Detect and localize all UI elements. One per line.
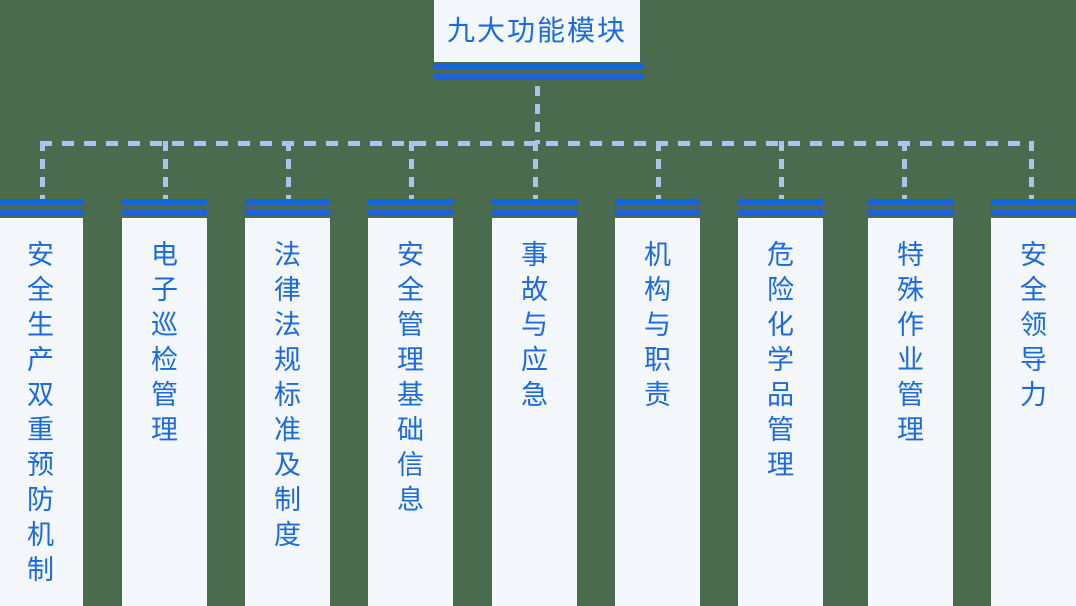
connector-drop-9 bbox=[1029, 141, 1034, 200]
child-accent-bar-bottom bbox=[492, 210, 577, 216]
child-accent-bar-top bbox=[868, 199, 953, 205]
child-node-label: 电子巡检管理 bbox=[151, 240, 178, 446]
child-accent-bar-bottom bbox=[868, 210, 953, 216]
connector-drop-8 bbox=[902, 141, 907, 200]
child-node-8[interactable]: 特殊作业管理 bbox=[868, 199, 953, 606]
child-accent-bar-top bbox=[245, 199, 330, 205]
connector-drop-6 bbox=[656, 141, 661, 200]
child-node-1[interactable]: 安全生产双重预防机制 bbox=[0, 199, 83, 606]
child-node-3[interactable]: 法律法规标准及制度 bbox=[245, 199, 330, 606]
connector-drop-3 bbox=[286, 141, 291, 200]
root-node-label: 九大功能模块 bbox=[446, 14, 627, 47]
child-card: 安全管理基础信息 bbox=[368, 218, 453, 606]
connector-drop-7 bbox=[779, 141, 784, 200]
connector-root-stem bbox=[535, 86, 540, 144]
child-node-label: 机构与职责 bbox=[644, 240, 671, 411]
child-node-label: 事故与应急 bbox=[521, 240, 548, 411]
child-accent-bar-top bbox=[615, 199, 700, 205]
child-card: 安全生产双重预防机制 bbox=[0, 218, 83, 606]
root-accent-bar-top bbox=[434, 63, 643, 69]
root-accent-bar-bottom bbox=[434, 74, 643, 80]
child-node-2[interactable]: 电子巡检管理 bbox=[122, 199, 207, 606]
child-accent-bar-bottom bbox=[615, 210, 700, 216]
child-accent-bar-bottom bbox=[991, 210, 1076, 216]
child-accent-bar-top bbox=[368, 199, 453, 205]
child-accent-bar-bottom bbox=[245, 210, 330, 216]
child-card: 机构与职责 bbox=[615, 218, 700, 606]
child-accent-bar-bottom bbox=[738, 210, 823, 216]
child-card: 法律法规标准及制度 bbox=[245, 218, 330, 606]
child-card: 安全领导力 bbox=[991, 218, 1076, 606]
child-node-6[interactable]: 机构与职责 bbox=[615, 199, 700, 606]
child-accent-bar-top bbox=[991, 199, 1076, 205]
child-accent-bar-bottom bbox=[0, 210, 83, 216]
child-node-label: 法律法规标准及制度 bbox=[274, 240, 301, 551]
child-accent-bar-bottom bbox=[122, 210, 207, 216]
child-accent-bar-top bbox=[492, 199, 577, 205]
child-node-label: 危险化学品管理 bbox=[767, 240, 794, 481]
root-node[interactable]: 九大功能模块 bbox=[434, 0, 643, 80]
child-card: 事故与应急 bbox=[492, 218, 577, 606]
child-accent-bar-top bbox=[0, 199, 83, 205]
child-node-label: 安全领导力 bbox=[1020, 240, 1047, 411]
child-node-9[interactable]: 安全领导力 bbox=[991, 199, 1076, 606]
child-accent-bar-bottom bbox=[368, 210, 453, 216]
child-node-label: 特殊作业管理 bbox=[897, 240, 924, 446]
child-node-label: 安全生产双重预防机制 bbox=[27, 240, 54, 586]
child-card: 电子巡检管理 bbox=[122, 218, 207, 606]
connector-drop-1 bbox=[40, 141, 45, 200]
connector-drop-5 bbox=[533, 141, 538, 200]
child-card: 特殊作业管理 bbox=[868, 218, 953, 606]
child-node-label: 安全管理基础信息 bbox=[397, 240, 424, 516]
connector-drop-2 bbox=[163, 141, 168, 200]
connector-drop-4 bbox=[409, 141, 414, 200]
child-card: 危险化学品管理 bbox=[738, 218, 823, 606]
child-node-4[interactable]: 安全管理基础信息 bbox=[368, 199, 453, 606]
root-node-box: 九大功能模块 bbox=[434, 0, 640, 62]
child-accent-bar-top bbox=[738, 199, 823, 205]
child-node-5[interactable]: 事故与应急 bbox=[492, 199, 577, 606]
child-node-7[interactable]: 危险化学品管理 bbox=[738, 199, 823, 606]
child-accent-bar-top bbox=[122, 199, 207, 205]
